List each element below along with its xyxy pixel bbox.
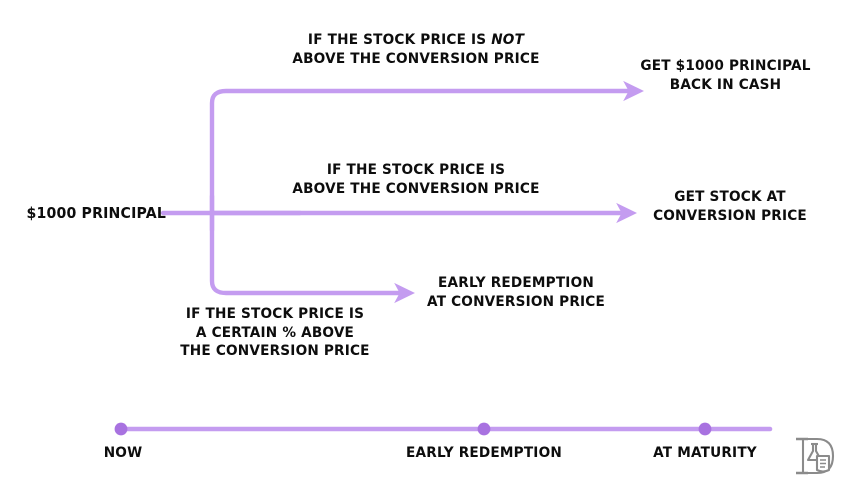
condition-not-above-line1: IF THE STOCK PRICE IS	[307, 32, 492, 48]
start-label: $1000 PRINCIPAL	[26, 204, 167, 222]
outcome-stock-line2: CONVERSION PRICE	[653, 207, 807, 224]
timeline-label-at-maturity: AT MATURITY	[653, 445, 757, 461]
timeline-dot-early-redemption	[477, 422, 491, 436]
timeline-label-early-redemption: EARLY REDEMPTION	[406, 445, 562, 461]
condition-percent-line3: THE CONVERSION PRICE	[180, 343, 370, 360]
outcome-stock-line1: GET STOCK AT	[674, 189, 786, 205]
publisher-logo	[796, 437, 835, 475]
outcome-cash-line1: GET $1000 PRINCIPAL	[640, 58, 811, 74]
timeline-label-now: NOW	[103, 445, 143, 461]
condition-above-line1: IF THE STOCK PRICE IS	[326, 162, 506, 178]
outcome-early-line2: AT CONVERSION PRICE	[427, 293, 605, 310]
branch-line-not-above	[209, 80, 644, 233]
outcome-cash-line2: BACK IN CASH	[669, 76, 782, 93]
condition-percent-line2: A CERTAIN % ABOVE	[195, 324, 355, 341]
outcome-label-cash: GET $1000 PRINCIPAL BACK IN CASH	[634, 57, 817, 94]
condition-percent-line1: IF THE STOCK PRICE IS	[185, 306, 365, 322]
outcome-early-line1: EARLY REDEMPTION	[438, 275, 594, 291]
condition-not-above-emphasis: NOT	[491, 32, 525, 48]
condition-not-above-line2: ABOVE THE CONVERSION PRICE	[292, 50, 540, 67]
condition-above-line2: ABOVE THE CONVERSION PRICE	[292, 180, 540, 197]
condition-label-above: IF THE STOCK PRICE IS ABOVE THE CONVERSIO…	[289, 161, 543, 198]
outcome-label-early-redemption: EARLY REDEMPTION AT CONVERSION PRICE	[422, 274, 610, 311]
outcome-label-stock: GET STOCK AT CONVERSION PRICE	[641, 188, 820, 225]
condition-label-certain-percent: IF THE STOCK PRICE IS A CERTAIN % ABOVE TH…	[169, 305, 381, 361]
timeline-dot-now	[114, 422, 128, 436]
branch-line-certain-percent	[209, 193, 415, 304]
timeline-dot-at-maturity	[698, 422, 712, 436]
condition-label-not-above: IF THE STOCK PRICE IS NOT ABOVE THE CONVE…	[289, 31, 543, 68]
